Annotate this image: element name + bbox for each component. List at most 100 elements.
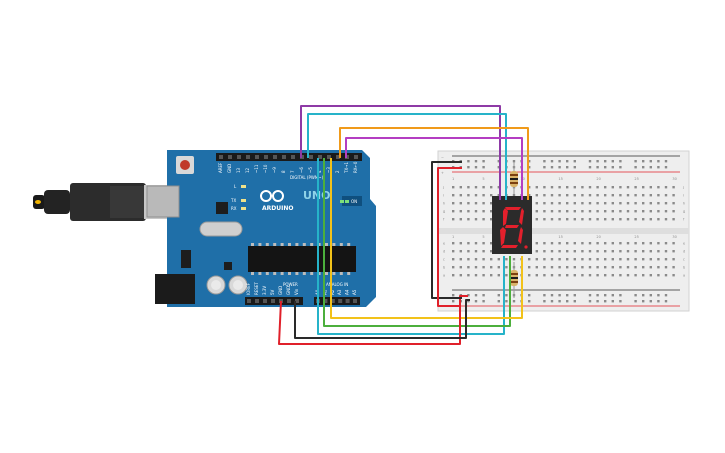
resistor-top-band-3 (510, 182, 518, 184)
analog-socket[interactable] (345, 299, 350, 303)
atmega-pin (280, 243, 284, 246)
digital-socket[interactable] (291, 155, 295, 159)
rail-hole (588, 166, 592, 169)
digital-pin-label: 12 (245, 167, 250, 173)
rail-hole (474, 294, 478, 297)
digital-socket[interactable] (255, 155, 259, 159)
reset-button[interactable] (180, 160, 190, 170)
digital-socket[interactable] (237, 155, 241, 159)
wire-black-gnd[interactable] (294, 299, 470, 339)
column-label: 15 (558, 235, 562, 239)
column-label: 30 (672, 235, 676, 239)
terminal-hole (604, 258, 607, 261)
digital-socket[interactable] (318, 155, 322, 159)
digital-socket[interactable] (273, 155, 277, 159)
terminal-hole (573, 242, 576, 245)
wire-purple[interactable] (300, 105, 501, 200)
terminal-hole (535, 218, 538, 221)
terminal-hole (619, 194, 622, 197)
terminal-hole (474, 186, 478, 189)
rail-hole (543, 160, 546, 163)
digital-socket[interactable] (228, 155, 232, 159)
resistor-top[interactable] (510, 162, 518, 194)
terminal-hole (482, 210, 485, 213)
rail-hole (550, 166, 554, 169)
digital-socket[interactable] (354, 155, 358, 159)
digital-pin-label: ~10 (263, 164, 268, 173)
resistor-top-band-1 (510, 174, 518, 176)
terminal-hole (581, 194, 584, 197)
terminal-hole (459, 242, 462, 245)
digital-socket[interactable] (327, 155, 331, 159)
analog-socket[interactable] (338, 299, 343, 303)
rail-hole (642, 160, 645, 163)
rail-hole (505, 300, 508, 303)
atmega-pin (339, 243, 343, 246)
terminal-hole (459, 250, 462, 253)
wire-orange[interactable] (339, 127, 529, 200)
terminal-hole (467, 258, 470, 261)
digital-socket[interactable] (309, 155, 313, 159)
resistor-bottom[interactable] (510, 262, 518, 298)
wire-cyan-top[interactable] (307, 113, 507, 200)
power-socket[interactable] (255, 299, 259, 303)
terminal-hole (497, 258, 500, 261)
terminal-hole (535, 194, 538, 197)
digital-socket[interactable] (246, 155, 250, 159)
terminal-hole (550, 274, 554, 277)
terminal-hole (581, 250, 584, 253)
terminal-hole (657, 202, 660, 205)
led-rx (241, 207, 246, 210)
analog-socket[interactable] (330, 299, 335, 303)
power-socket[interactable] (247, 299, 251, 303)
wire-red-5v[interactable] (278, 295, 468, 345)
rail-hole (528, 294, 531, 297)
analog-socket[interactable] (323, 299, 328, 303)
terminal-hole (626, 186, 630, 189)
rail-hole (512, 300, 516, 303)
terminal-hole (474, 274, 478, 277)
power-socket[interactable] (295, 299, 299, 303)
power-socket[interactable] (287, 299, 291, 303)
rail-hole (611, 160, 614, 163)
wire-black-rail-jumper[interactable] (431, 161, 462, 299)
digital-socket[interactable] (219, 155, 223, 159)
digital-header[interactable] (216, 153, 362, 161)
terminal-hole (596, 202, 599, 205)
digital-socket[interactable] (282, 155, 286, 159)
terminal-hole (672, 274, 675, 277)
power-socket[interactable] (271, 299, 275, 303)
terminal-hole (459, 218, 462, 221)
analog-header[interactable] (314, 297, 360, 305)
terminal-hole (573, 186, 576, 189)
terminal-hole (467, 202, 470, 205)
power-pin-label: 3.3V (262, 286, 267, 295)
row-label: i (443, 194, 444, 198)
wire-magenta[interactable] (345, 137, 523, 200)
terminal-hole (482, 194, 485, 197)
terminal-hole (588, 250, 592, 253)
digital-socket[interactable] (264, 155, 268, 159)
wire-yellow[interactable] (330, 158, 523, 319)
capacitor-left-top (211, 280, 221, 290)
terminal-hole (528, 194, 531, 197)
digital-socket[interactable] (336, 155, 340, 159)
terminal-hole (619, 250, 622, 253)
wire-cyan-bottom[interactable] (317, 158, 505, 335)
seven-segment-display[interactable] (492, 196, 532, 254)
analog-socket[interactable] (353, 299, 357, 303)
terminal-hole (672, 194, 675, 197)
wire-red-rail-jumper[interactable] (437, 167, 462, 307)
terminal-hole (459, 266, 462, 269)
rail-hole (642, 166, 645, 169)
wire-green[interactable] (323, 158, 511, 327)
terminal-hole (657, 186, 660, 189)
terminal-hole (657, 250, 660, 253)
row-label: g (443, 210, 445, 214)
row-label: d (443, 250, 445, 254)
power-socket[interactable] (263, 299, 267, 303)
terminal-hole (573, 258, 576, 261)
